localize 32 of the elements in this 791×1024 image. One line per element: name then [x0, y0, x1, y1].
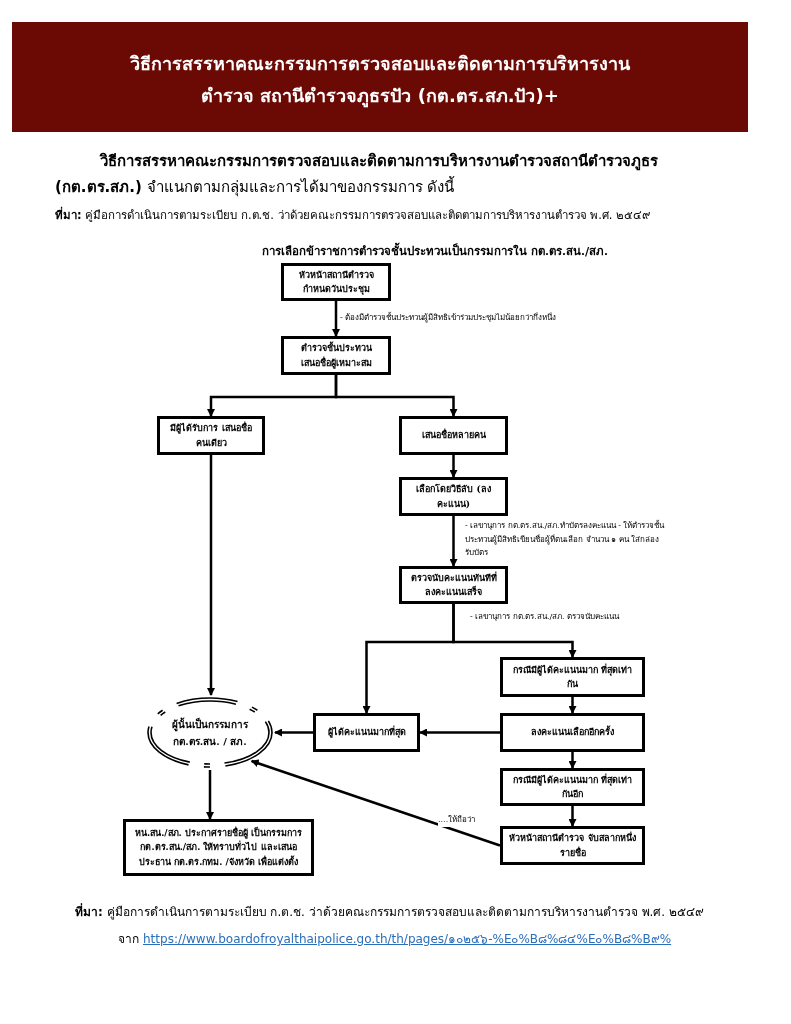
process-box: หน.สน./สภ. ประกาศรายชื่อผู้ เป็นกรรมการ กต.ตร.สน./สภ. ให้ทราบทั่วไป และเสนอ ประธาน กต.ตร.กทม. /จังหวัด เพื่อแต่งตั้ง — [123, 819, 314, 876]
arrow — [419, 728, 500, 737]
arrow — [449, 455, 458, 478]
process-box: ลงคะแนนเลือกอีกครั้ง — [500, 713, 645, 752]
arrow — [207, 455, 215, 696]
process-box: มีผู้ได้รับการ เสนอชื่อคนเดียว — [157, 416, 265, 455]
link: https://www.boardofroyalthaipolice.go.th/th/pages/๑๐๒๕๖-%E๐%B๘%๘๔%E๐%B๘%B๙% — [143, 931, 673, 948]
process-box: ตำรวจชั้นประทวน เสนอชื่อผู้เหมาะสม — [281, 336, 391, 375]
arrow — [206, 770, 214, 820]
ellipse-node: ผู้นั้นเป็นกรรมการ กต.ตร.สน. / สภ. — [145, 695, 275, 770]
arrow — [452, 604, 577, 658]
arrow — [274, 728, 313, 737]
intro-text: วิธีการสรรหาคณะกรรมการตรวจสอบและติดตามการบริหารงานตำรวจสถานีตำรวจภูธร (กต.ตร.สภ.) จำแนกตามกลุ่มและการได้มาของกรรมการ ดังนี้ — [55, 151, 659, 199]
process-box: กรณีมีผู้ได้คะแนนมาก ที่สุดเท่ากันอีก — [500, 768, 645, 806]
arrow — [250, 759, 501, 847]
arrow — [568, 752, 577, 769]
process-box: เสนอชื่อหลายคน — [399, 416, 508, 455]
arrow — [568, 806, 577, 827]
source-note: ที่มา: คู่มือการดำเนินการตามระเบียบ ก.ต.ช. ว่าด้วยคณะกรรมการตรวจสอบและติดตามการบริหารงานตำรวจ พ.ศ. ๒๕๔๙ — [75, 902, 705, 921]
arrow — [568, 697, 577, 714]
process-box: ตรวจนับคะแนนทันทีที่ ลงคะแนนเสร็จ — [399, 566, 508, 604]
arrow — [334, 375, 458, 417]
process-box: หัวหน้าสถานีตำรวจ จับสลากหนึ่งรายชื่อ — [500, 826, 645, 865]
source-note: ที่มา: คู่มือการดำเนินการตามระเบียบ ก.ต.ช. ว่าด้วยคณะกรรมการตรวจสอบและติดตามการบริหารงานตำรวจ พ.ศ. ๒๕๔๙ — [55, 206, 652, 224]
process-box: หัวหน้าสถานีตำรวจ กำหนดวันประชุม — [281, 263, 391, 301]
process-box: กรณีมีผู้ได้คะแนนมาก ที่สุดเท่ากัน — [500, 657, 645, 697]
arrow — [449, 516, 458, 567]
process-box: ผู้ได้คะแนนมากที่สุด — [313, 713, 420, 752]
title: วิธีการสรรหาคณะกรรมการตรวจสอบและติดตามการบริหารงานตำรวจ สถานีตำรวจภูธรปัว (กต.ตร.สภ.ปัว)+ — [129, 52, 631, 110]
chart-title: การเลือกข้าราชการตำรวจชั้นประทวนเป็นกรรมการใน กต.ตร.สน./สภ. — [260, 242, 610, 260]
process-box: เลือกโดยวิธีลับ (ลงคะแนน) — [399, 477, 508, 516]
arrow — [332, 301, 340, 337]
